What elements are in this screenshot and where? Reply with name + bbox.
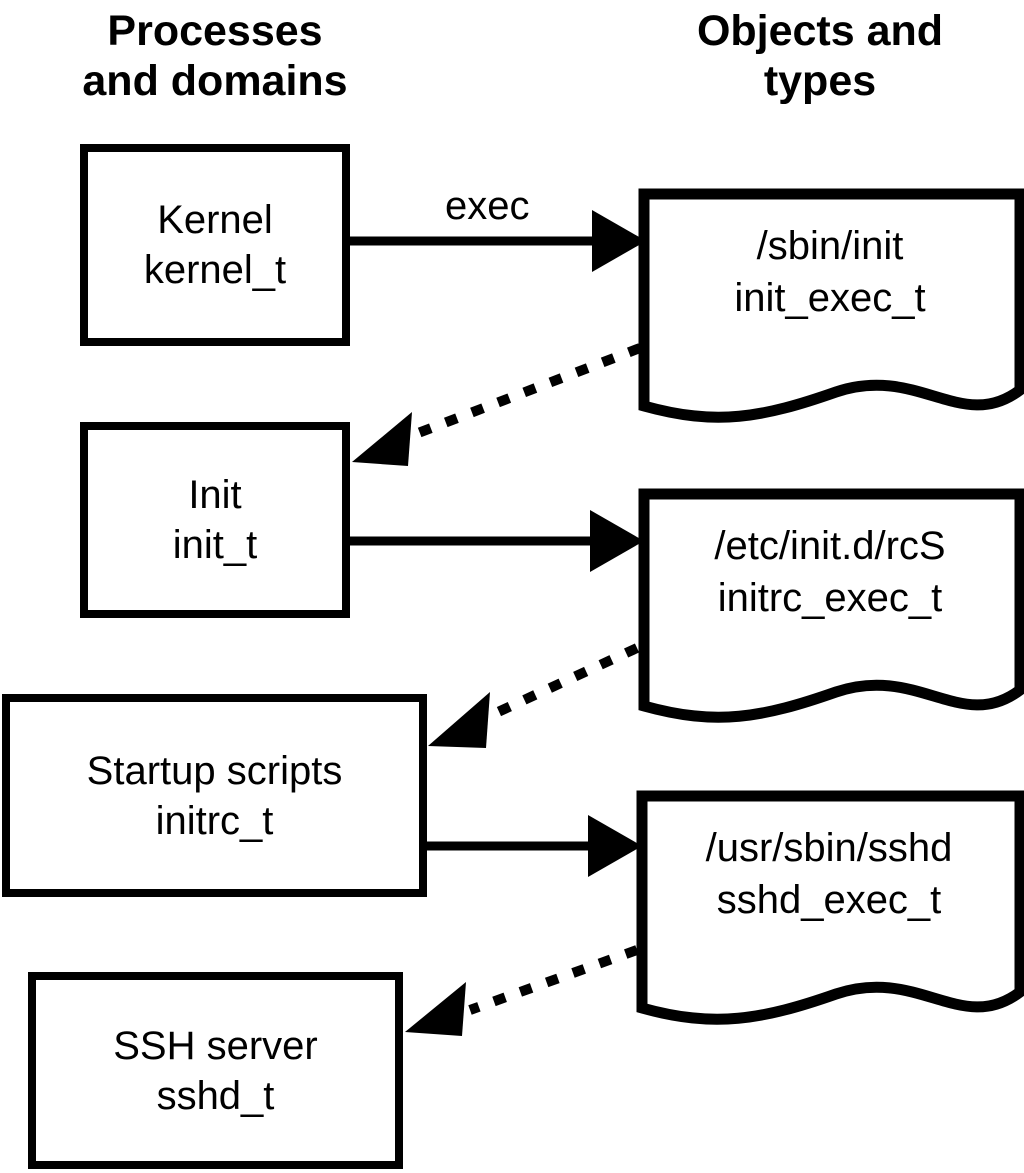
edge-line-dotted <box>482 643 640 723</box>
document-shape-outline <box>638 488 1024 723</box>
edge-line-dotted <box>468 945 639 1015</box>
edge-init-exec-initrc <box>350 510 644 572</box>
arrowhead-icon <box>428 692 490 748</box>
arrowhead-icon <box>405 982 466 1036</box>
process-box-label-line1: Startup scripts <box>86 748 343 793</box>
process-box-ssh-server[interactable]: SSH server sshd_t <box>28 972 403 1169</box>
object-doc-sshd-exec[interactable]: /usr/sbin/sshd sshd_exec_t <box>630 784 1024 1032</box>
object-doc-initrc-exec[interactable]: /etc/init.d/rcS initrc_exec_t <box>632 482 1024 730</box>
process-box-label-line1: Init <box>188 473 242 517</box>
process-box-label-line2: kernel_t <box>143 248 287 292</box>
arrowhead-icon <box>352 412 412 466</box>
process-box-startup-scripts[interactable]: Startup scripts initrc_t <box>2 694 427 897</box>
process-box-label-line2: initrc_t <box>155 798 274 843</box>
process-box-label-line2: sshd_t <box>156 1073 275 1118</box>
document-shape-outline <box>636 790 1024 1025</box>
process-box-label-line2: init_t <box>172 523 258 567</box>
object-doc-init-exec[interactable]: /sbin/init init_exec_t <box>632 182 1024 430</box>
process-box-init[interactable]: Init init_t <box>80 422 350 618</box>
process-box-label-line1: SSH server <box>113 1023 318 1068</box>
edge-init-exec-to-init <box>352 343 642 466</box>
edge-line-dotted <box>398 343 642 445</box>
document-shape-outline <box>638 188 1024 423</box>
column-header-processes-and-domains: Processes and domains <box>82 7 348 105</box>
process-box-kernel[interactable]: Kernel kernel_t <box>80 144 350 346</box>
edge-label-exec: exec <box>445 184 530 228</box>
edge-sshd-exec-to-sshd <box>405 945 639 1036</box>
edge-initrc-exec-to-initrc <box>428 643 640 748</box>
column-header-objects-and-types: Objects and types <box>696 7 944 105</box>
edge-initrc-exec-sshd <box>427 815 642 877</box>
process-box-label-line1: Kernel <box>157 198 273 242</box>
